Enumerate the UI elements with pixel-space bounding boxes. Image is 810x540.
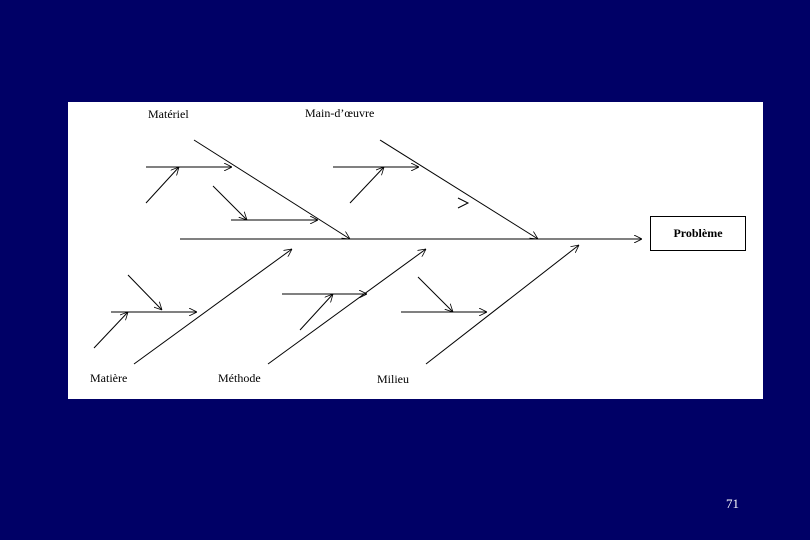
- subcause-matiere-2: [127, 274, 162, 310]
- subcause-materiel-2: [212, 185, 247, 220]
- subcause-matiere-1: [93, 312, 128, 349]
- problem-box: Problème: [650, 216, 746, 251]
- label-materiel: Matériel: [148, 107, 189, 121]
- problem-label: Problème: [673, 226, 723, 240]
- label-methode: Méthode: [218, 371, 261, 385]
- bone-matiere: [133, 249, 292, 365]
- bone-main-oeuvre: [379, 139, 538, 239]
- subcause-materiel-1: [145, 167, 179, 204]
- subcause-main-oeuvre-2: [457, 197, 470, 209]
- fishbone-diagram: Matériel Main-d’œuvre Matière Méthode Mi…: [68, 102, 763, 399]
- fishbone-lines: [93, 139, 642, 365]
- label-matiere: Matière: [90, 371, 128, 385]
- subcause-milieu-1: [417, 276, 453, 312]
- bone-materiel: [193, 139, 350, 239]
- page-number: 71: [726, 496, 739, 511]
- subcause-methode-1: [299, 294, 333, 331]
- label-main-oeuvre: Main-d’œuvre: [305, 106, 375, 120]
- label-milieu: Milieu: [377, 372, 409, 386]
- bone-milieu: [425, 245, 579, 365]
- subcause-main-oeuvre-1: [349, 167, 384, 204]
- bone-methode: [267, 249, 426, 365]
